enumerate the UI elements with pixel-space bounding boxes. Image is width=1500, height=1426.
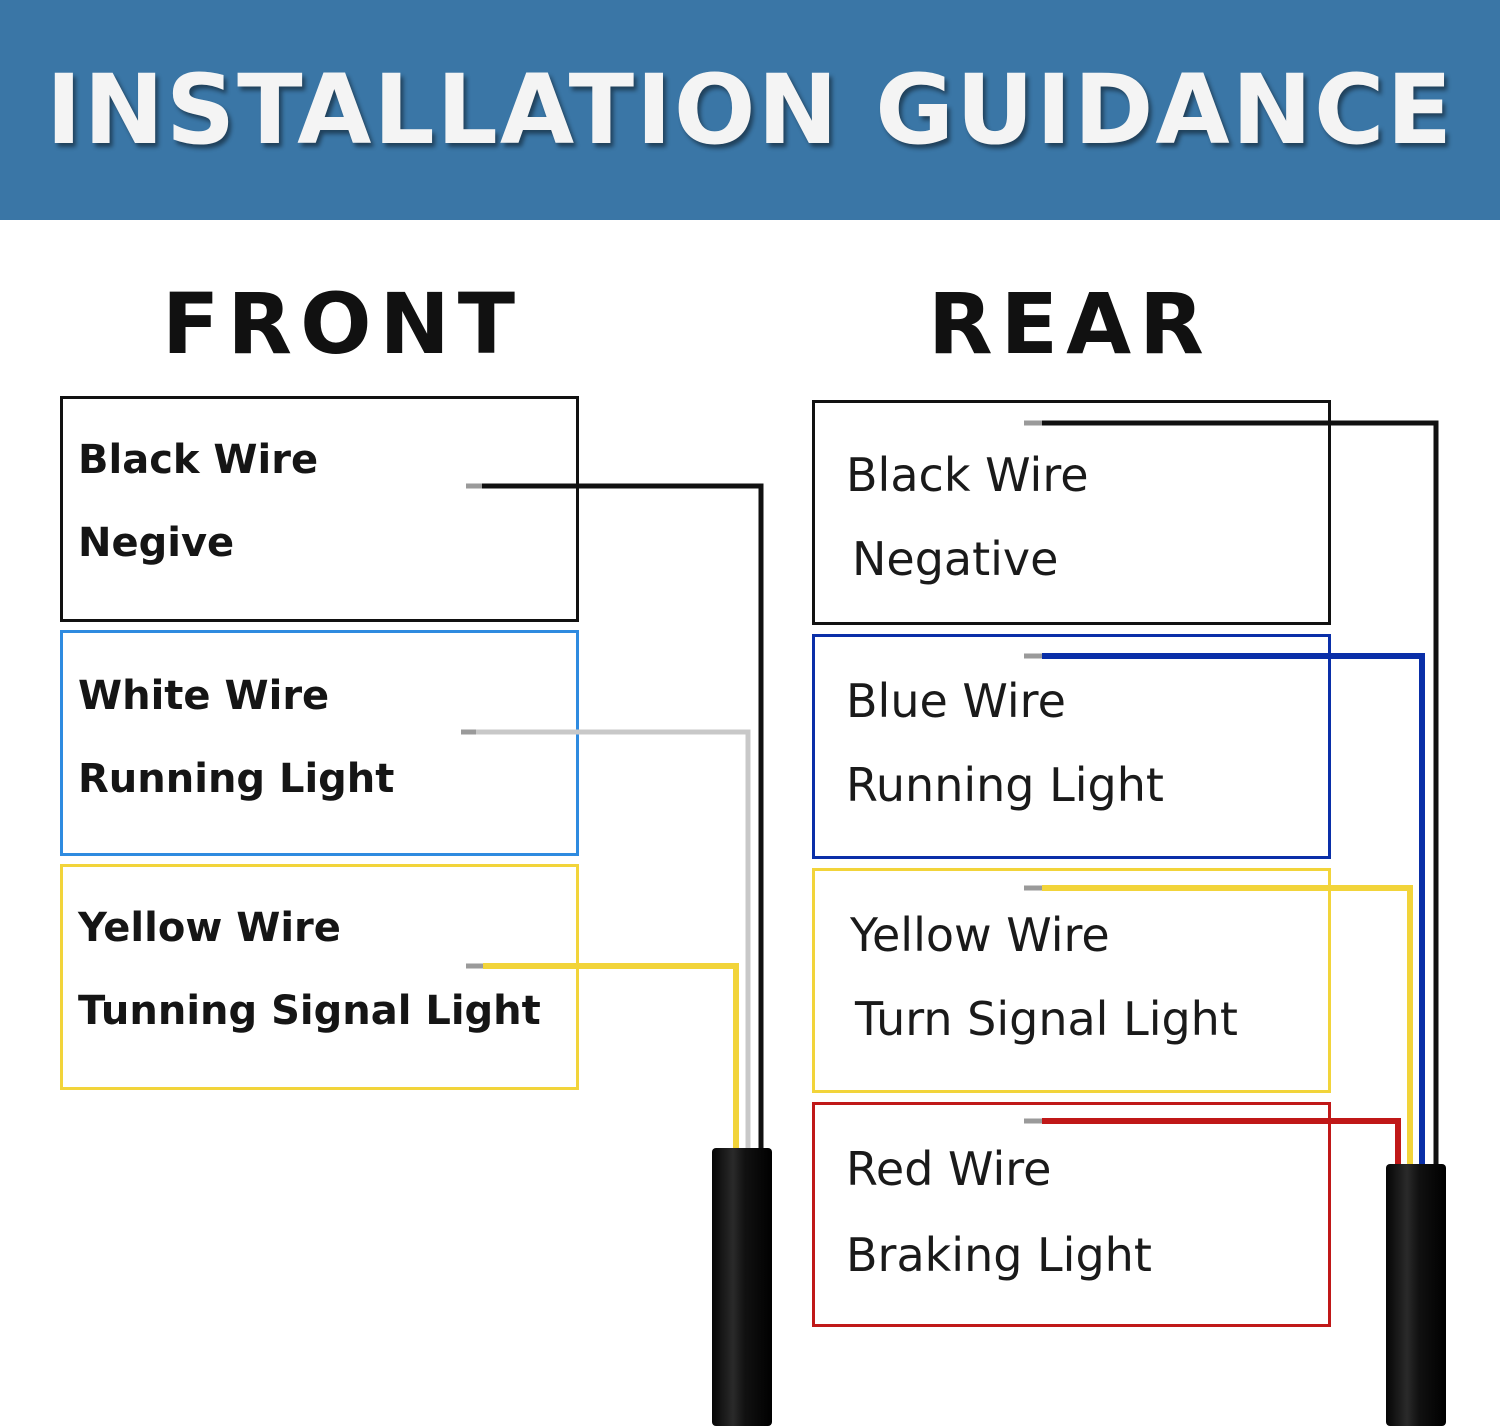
front-white-function-label: Running Light [78,756,395,802]
rear-heading: REAR [928,275,1212,373]
front-yellow-wire-box [60,864,579,1090]
rear-blue-function-label: Running Light [846,758,1164,812]
rear-blue-wire-label: Blue Wire [846,674,1066,728]
rear-blue-wire [1042,653,1425,1168]
front-white-wire-box [60,630,579,856]
rear-yellow-wire [1042,885,1413,1168]
rear-yellow-wire-label: Yellow Wire [850,908,1110,962]
front-yellow-function-label: Tunning Signal Light [78,988,541,1034]
rear-red-wire-box [812,1102,1331,1327]
rear-black-function-label: Negative [852,532,1059,586]
rear-blue-wire-box [812,634,1331,859]
page-title: INSTALLATION GUIDANCE [45,54,1455,166]
front-heading: FRONT [162,275,524,373]
rear-cable-sheath [1386,1164,1446,1426]
title-banner: INSTALLATION GUIDANCE [0,0,1500,220]
front-black-wire-label: Black Wire [78,437,319,483]
rear-yellow-wire-box [812,868,1331,1093]
rear-black-wire [1042,420,1439,1168]
front-yellow-wire [483,963,739,1150]
rear-red-function-label: Braking Light [846,1228,1152,1282]
rear-black-wire-label: Black Wire [846,448,1089,502]
front-black-wire-box [60,396,579,622]
front-black-function-label: Negive [78,520,235,566]
front-cable-sheath [712,1148,772,1426]
front-white-wire-label: White Wire [78,673,330,719]
rear-yellow-function-label: Turn Signal Light [855,992,1238,1046]
front-yellow-wire-label: Yellow Wire [78,905,341,951]
rear-black-wire-box [812,400,1331,625]
rear-red-wire-label: Red Wire [846,1142,1052,1196]
front-white-wire [476,729,751,1150]
front-black-wire [482,483,764,1150]
rear-red-wire [1042,1118,1401,1168]
